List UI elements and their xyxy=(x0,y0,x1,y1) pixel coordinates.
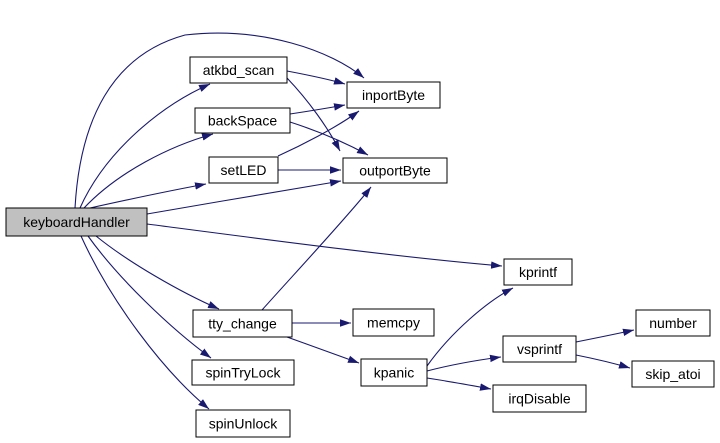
node-label-number: number xyxy=(649,315,697,331)
node-label-setLED: setLED xyxy=(221,162,267,178)
node-label-tty_change: tty_change xyxy=(208,316,277,332)
edge-atkbd_scan-to-outportByte xyxy=(286,77,341,152)
node-kprintf[interactable]: kprintf xyxy=(503,258,573,286)
edge-keyboardHandler-to-backSpace xyxy=(83,133,214,209)
node-label-irqDisable: irqDisable xyxy=(508,391,570,407)
edge-setLED-to-inportByte xyxy=(277,110,360,157)
node-number[interactable]: number xyxy=(635,309,711,337)
node-label-backSpace: backSpace xyxy=(208,113,277,129)
node-box-setLED[interactable] xyxy=(208,156,279,184)
node-label-skip_atoi: skip_atoi xyxy=(645,366,700,382)
node-label-kprintf: kprintf xyxy=(519,264,557,280)
node-box-spinTryLock[interactable] xyxy=(191,359,295,386)
edges-layer xyxy=(74,32,635,410)
node-skip_atoi[interactable]: skip_atoi xyxy=(631,360,715,388)
node-box-backSpace[interactable] xyxy=(194,107,291,134)
node-box-keyboardHandler[interactable] xyxy=(5,207,148,237)
nodes-layer: keyboardHandler atkbd_scan backSpace setLED… xyxy=(5,56,715,438)
edge-keyboardHandler-to-spinTryLock xyxy=(87,235,212,359)
node-box-atkbd_scan[interactable] xyxy=(189,56,288,84)
edge-keyboardHandler-to-kprintf xyxy=(146,223,503,269)
edge-keyboardHandler-to-setLED xyxy=(89,182,207,209)
node-memcpy[interactable]: memcpy xyxy=(352,308,435,337)
edge-tty_change-to-outportByte xyxy=(261,186,372,311)
node-box-spinUnlock[interactable] xyxy=(195,409,291,438)
node-irqDisable[interactable]: irqDisable xyxy=(492,384,587,413)
edge-keyboardHandler-to-outportByte xyxy=(146,179,342,215)
node-box-kpanic[interactable] xyxy=(360,358,428,387)
node-box-memcpy[interactable] xyxy=(352,308,435,337)
edge-keyboardHandler-to-inportByte xyxy=(74,32,365,209)
node-label-spinTryLock: spinTryLock xyxy=(206,365,282,381)
node-box-tty_change[interactable] xyxy=(192,309,293,338)
edge-kpanic-to-kprintf xyxy=(426,287,514,367)
node-outportByte[interactable]: outportByte xyxy=(342,157,448,184)
node-inportByte[interactable]: inportByte xyxy=(346,81,441,109)
node-atkbd_scan[interactable]: atkbd_scan xyxy=(189,56,288,84)
node-label-kpanic: kpanic xyxy=(374,365,414,381)
node-box-outportByte[interactable] xyxy=(342,157,448,184)
node-spinTryLock[interactable]: spinTryLock xyxy=(191,359,295,386)
node-tty_change[interactable]: tty_change xyxy=(192,309,293,338)
node-backSpace[interactable]: backSpace xyxy=(194,107,291,134)
node-label-atkbd_scan: atkbd_scan xyxy=(203,62,275,78)
node-box-number[interactable] xyxy=(635,309,711,337)
edge-keyboardHandler-to-spinUnlock xyxy=(80,235,210,410)
edge-kpanic-to-vsprintf xyxy=(426,354,502,372)
node-box-kprintf[interactable] xyxy=(503,258,573,286)
edge-kpanic-to-irqDisable xyxy=(426,377,492,391)
node-label-spinUnlock: spinUnlock xyxy=(209,416,278,432)
node-box-irqDisable[interactable] xyxy=(492,384,587,413)
node-label-memcpy: memcpy xyxy=(367,315,420,331)
node-spinUnlock[interactable]: spinUnlock xyxy=(195,409,291,438)
node-box-skip_atoi[interactable] xyxy=(631,360,715,388)
edge-backSpace-to-outportByte xyxy=(289,121,369,156)
node-box-inportByte[interactable] xyxy=(346,81,441,109)
node-vsprintf[interactable]: vsprintf xyxy=(502,335,577,363)
node-keyboardHandler[interactable]: keyboardHandler xyxy=(5,207,148,237)
node-label-inportByte: inportByte xyxy=(362,87,425,103)
node-label-keyboardHandler: keyboardHandler xyxy=(23,214,130,230)
edge-vsprintf-to-number xyxy=(575,328,635,343)
edge-atkbd_scan-to-inportByte xyxy=(286,70,346,85)
edge-tty_change-to-kpanic xyxy=(286,336,360,364)
node-box-vsprintf[interactable] xyxy=(502,335,577,363)
node-setLED[interactable]: setLED xyxy=(208,156,279,184)
node-kpanic[interactable]: kpanic xyxy=(360,358,428,387)
edge-backSpace-to-inportByte xyxy=(289,103,346,115)
edge-vsprintf-to-skip_atoi xyxy=(575,354,631,369)
node-label-vsprintf: vsprintf xyxy=(517,341,562,357)
node-label-outportByte: outportByte xyxy=(359,163,431,179)
edge-keyboardHandler-to-tty_change xyxy=(95,235,220,310)
edge-keyboardHandler-to-atkbd_scan xyxy=(79,83,211,209)
